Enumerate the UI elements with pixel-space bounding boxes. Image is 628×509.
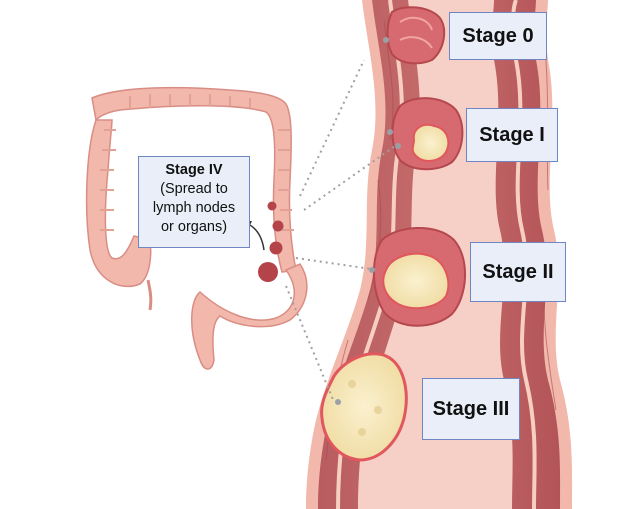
stage1-text: Stage I [479,123,545,146]
location-markers [335,37,401,405]
stage2-label: Stage II [470,242,566,302]
stage3-label: Stage III [422,378,520,440]
stage4-line3: or organs) [160,219,228,235]
stage2-text: Stage II [482,260,554,283]
stage4-title: Stage IV [165,162,223,178]
stage4-label: Stage IV (Spread to lymph nodes or organ… [138,156,250,248]
stage0-text: Stage 0 [462,24,534,47]
stage3-tumor [320,352,408,462]
stage1-tumor [391,97,464,171]
stage3-text: Stage III [432,397,510,420]
stage1-label: Stage I [466,108,558,162]
stage2-tumor [372,227,466,327]
stage0-label: Stage 0 [449,12,547,60]
stage0-polyp [386,6,446,65]
large-intestine [85,86,308,370]
leader-lines [285,59,399,403]
stage4-line1: (Spread to [160,181,228,197]
stage4-line2: lymph nodes [152,200,236,216]
